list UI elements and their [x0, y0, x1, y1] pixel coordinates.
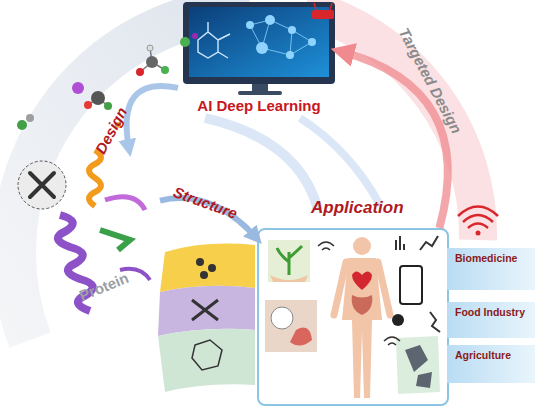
wifi-icon [458, 207, 498, 236]
monitor-screen [189, 7, 329, 77]
inner-arc [300, 118, 380, 205]
node-text: Biomedicine [455, 252, 517, 264]
router-body [312, 10, 334, 19]
loop [105, 197, 145, 210]
organ [290, 328, 312, 346]
phone [400, 266, 422, 304]
body-head [353, 237, 371, 255]
atom [161, 66, 169, 74]
strand [100, 230, 130, 250]
wifi-dot [476, 231, 481, 236]
signal-icon [384, 337, 400, 345]
network-nodes [246, 15, 316, 59]
atom [72, 82, 84, 94]
gauge [271, 307, 293, 329]
atom [115, 122, 121, 128]
signal-icon [318, 242, 334, 250]
field-band: Food Industry [447, 302, 535, 338]
app-fill [260, 230, 446, 403]
scissors-icon [192, 300, 218, 320]
network-links [250, 20, 312, 55]
protein-ribbons [18, 150, 150, 311]
atom [91, 91, 105, 105]
node-text: Application [311, 198, 404, 218]
monitor-frame [183, 2, 335, 84]
flow-arrow [160, 198, 257, 239]
plant-panel [268, 240, 310, 282]
node-text: Agriculture [455, 349, 511, 361]
dot-icon [208, 264, 216, 272]
puzzle-piece [405, 345, 432, 388]
atom [17, 120, 27, 130]
monitor [183, 2, 335, 95]
body-torso [342, 258, 382, 398]
atom [147, 45, 153, 51]
tool-circle [18, 161, 66, 209]
application-box: Application [257, 228, 449, 406]
heart [352, 272, 372, 291]
wedge [158, 329, 255, 392]
atom [104, 102, 112, 110]
application-art [260, 230, 446, 403]
molecule-lines [198, 22, 230, 58]
chart-icon [430, 312, 440, 332]
field-band: Agriculture [447, 345, 535, 383]
hands [270, 275, 308, 282]
atom [192, 33, 198, 39]
wedge [158, 286, 255, 336]
molecules [17, 33, 198, 130]
monitor-base [238, 91, 282, 95]
cycle-arcs [14, 8, 478, 340]
wifi-arc [458, 207, 498, 229]
structure-wedges [158, 244, 255, 392]
sprout [277, 246, 302, 275]
flow-arrow [340, 51, 448, 228]
bond [140, 48, 165, 72]
atom [180, 37, 190, 47]
chart-icon [396, 236, 438, 250]
edge-label: Targeted Design [396, 25, 466, 136]
node-text: AI Deep Learning [178, 97, 340, 114]
router-icon [312, 3, 334, 19]
dot-icon [200, 271, 208, 279]
dot-icon [196, 258, 204, 266]
node-text: Protein [77, 269, 131, 304]
tissue-panel [265, 300, 317, 352]
pie-icon [392, 314, 404, 326]
field-band: Biomedicine [447, 248, 535, 290]
organ [352, 295, 373, 315]
node-text: Food Industry [455, 306, 525, 318]
wrench-icon [30, 173, 54, 197]
edge-label: Design [92, 104, 130, 156]
helix [89, 150, 101, 206]
monitor-node: AI Deep Learning [178, 0, 340, 122]
atom [84, 101, 92, 109]
router-antenna [314, 3, 332, 10]
edge-label: Structure [171, 183, 239, 222]
atom [146, 56, 158, 68]
atom [26, 114, 34, 122]
inner-arc [205, 118, 318, 210]
cage-icon [192, 340, 222, 370]
puzzle-panel [396, 336, 440, 394]
wedge [160, 244, 255, 292]
flow-arrow [127, 86, 178, 150]
atom [136, 68, 144, 76]
monitor-stand [252, 84, 268, 91]
body-arms [334, 262, 390, 315]
protein-region: Protein [20, 150, 160, 380]
